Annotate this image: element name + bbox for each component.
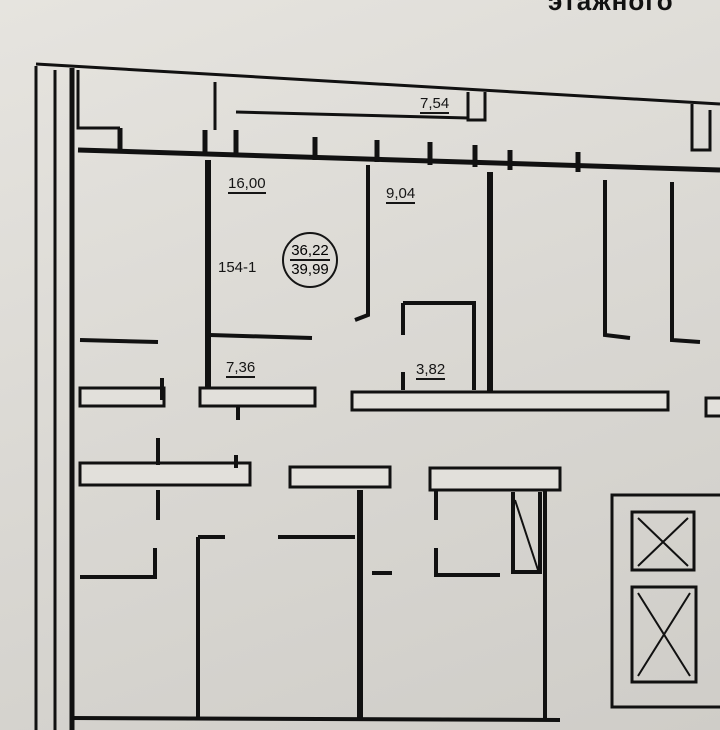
elevator-shafts [610,493,720,709]
apartment-number: 154-1 [218,259,257,276]
room-area-balcony: 7,54 [420,95,450,114]
room-area-kitchen: 9,04 [386,185,416,204]
apartment-walls [205,160,493,392]
balcony-wall [35,62,720,152]
facade-wall [77,128,720,173]
living-area: 36,22 [290,242,330,261]
neighbor-walls [69,180,701,722]
total-area: 39,99 [291,261,329,278]
room-area-bathroom: 3,82 [416,361,446,380]
apartment-area-badge: 36,22 39,99 [282,232,338,288]
corridor-walls [78,386,720,492]
room-area-living: 16,00 [228,175,266,194]
outer-wall-left [34,66,75,730]
room-area-hall: 7,36 [226,359,256,378]
plan-title-fragment: этажного [548,0,674,16]
